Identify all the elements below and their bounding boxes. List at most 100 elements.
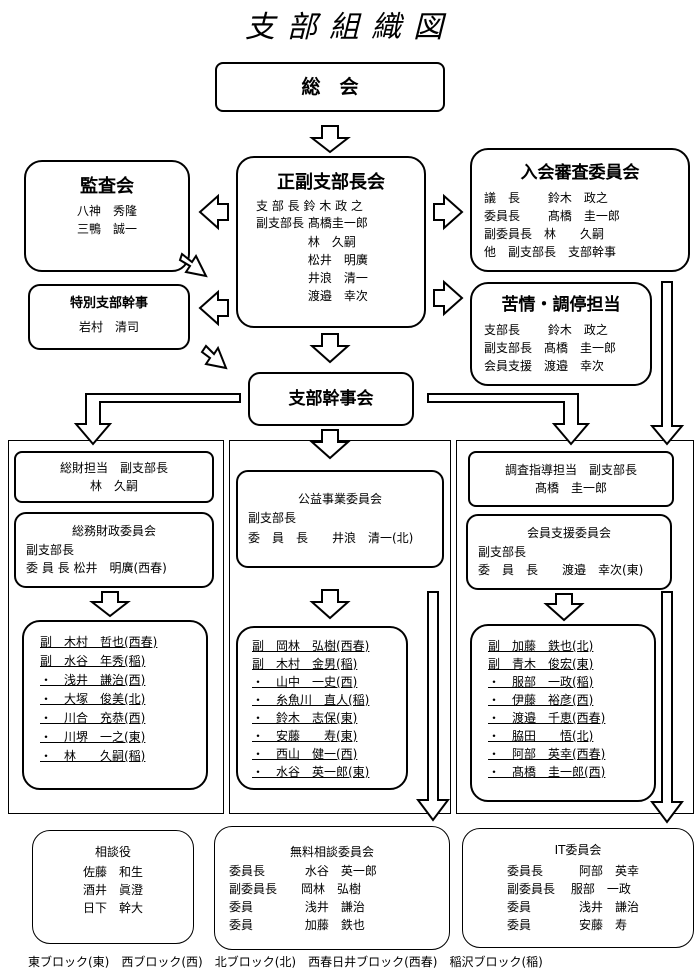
- free-consultation-line-1: 委員長 水谷 英一郎: [229, 864, 377, 878]
- free-consultation-committee-box: 無料相談委員会 委員長 水谷 英一郎 副委員長 岡林 弘樹 委員 浅井 謙治 委…: [214, 826, 450, 950]
- advisor-box: 相談役 佐藤 和生 酒井 眞澄 日下 幹大: [32, 830, 194, 944]
- public-service-committee-box: 公益事業委員会 副支部長 委 員 長 井浪 清一(北): [236, 470, 444, 568]
- middle-member-5: ・ 鈴木 志保(東): [252, 711, 358, 725]
- left-member-1: 副 木村 哲也(西春): [40, 635, 158, 649]
- left-member-5: ・ 川合 充恭(西): [40, 711, 146, 725]
- arrow-long-down-icon: [650, 591, 684, 824]
- it-committee-box: IT委員会 委員長 阿部 英幸 副委員長 服部 一政 委員 浅井 謙治 委員 安…: [462, 828, 694, 948]
- arrow-left-icon: [198, 289, 229, 327]
- member-support-committee-line-2: 副支部長: [478, 545, 527, 559]
- audit-member-2: 三鴨 誠一: [76, 222, 137, 236]
- executive-line-3: 林 久嗣: [256, 235, 356, 249]
- arrow-left-icon: [198, 193, 229, 231]
- it-committee-line-4: 委員 安藤 寿: [507, 918, 628, 932]
- special-secretary-member: 岩村 清司: [78, 320, 139, 334]
- middle-members-box: 副 岡林 弘樹(西春) 副 木村 金男(稲) ・ 山中 一史(西) ・ 糸魚川 …: [236, 626, 408, 790]
- admission-line-2: 委員長 髙橋 圭一郎: [484, 209, 620, 223]
- audit-member-1: 八神 秀隆: [76, 204, 137, 218]
- free-consultation-line-2: 副委員長 岡林 弘樹: [229, 882, 362, 896]
- middle-member-1: 副 岡林 弘樹(西春): [252, 639, 370, 653]
- general-affairs-committee-box: 総務財政委員会 副支部長 委 員 長 松井 明廣(西春): [14, 512, 214, 588]
- arrow-down-icon: [309, 125, 351, 154]
- middle-member-2: 副 木村 金男(稲): [252, 657, 358, 671]
- left-member-6: ・ 川堺 一之(東): [40, 730, 146, 744]
- public-service-committee-line-3: 委 員 長 井浪 清一(北): [248, 531, 414, 545]
- it-committee-line-2: 副委員長 服部 一政: [507, 882, 631, 896]
- left-member-4: ・ 大塚 俊美(北): [40, 692, 146, 706]
- arrow-down-icon: [89, 591, 131, 618]
- executive-line-4: 松井 明廣: [256, 253, 368, 267]
- complaint-line-1: 支部長 鈴木 政之: [484, 323, 608, 337]
- it-committee-title: IT委員会: [554, 843, 602, 857]
- public-service-committee-line-2: 副支部長: [248, 511, 297, 525]
- right-member-5: ・ 渡邉 千恵(西春): [488, 711, 606, 725]
- advisor-member-2: 酒井 眞澄: [82, 883, 143, 897]
- executive-line-6: 渡邉 幸次: [256, 289, 368, 303]
- middle-member-4: ・ 糸魚川 直人(稲): [252, 693, 370, 707]
- right-member-6: ・ 脇田 悟(北): [488, 729, 594, 743]
- general-affairs-committee-line-3: 委 員 長 松井 明廣(西春): [26, 561, 167, 575]
- right-member-2: 副 青木 俊宏(東): [488, 657, 594, 671]
- right-member-1: 副 加藤 鉄也(北): [488, 639, 594, 653]
- special-secretary-title: 特別支部幹事: [69, 296, 148, 311]
- complaint-title: 苦情・調停担当: [501, 295, 621, 315]
- arrow-right-icon: [433, 279, 464, 317]
- public-service-committee-title: 公益事業委員会: [297, 492, 382, 506]
- admission-line-4: 他 副支部長 支部幹事: [484, 245, 617, 259]
- complaint-line-3: 会員支援 渡邉 幸次: [484, 359, 605, 373]
- audit-box: 監査会 八神 秀隆 三鴨 誠一: [24, 160, 190, 272]
- admission-committee-title: 入会審査委員会: [520, 163, 640, 183]
- right-member-8: ・ 髙橋 圭一郎(西): [488, 765, 606, 779]
- arrow-down-icon: [309, 333, 351, 364]
- general-meeting-label: 総 会: [301, 76, 359, 98]
- right-member-7: ・ 阿部 英幸(西春): [488, 747, 606, 761]
- free-consultation-title: 無料相談委員会: [289, 845, 374, 859]
- advisor-title: 相談役: [94, 845, 131, 859]
- finance-head-line-1: 総財担当 副支部長: [59, 461, 168, 475]
- left-member-3: ・ 浅井 謙治(西): [40, 673, 146, 687]
- audit-title: 監査会: [80, 176, 134, 197]
- it-committee-line-1: 委員長 阿部 英幸: [507, 864, 640, 878]
- executive-meeting-box: 正副支部長会 支 部 長 鈴 木 政 之 副支部長 髙橋圭一郎 林 久嗣 松井 …: [236, 156, 426, 328]
- finance-head-box: 総財担当 副支部長 林 久嗣: [14, 451, 214, 503]
- executive-line-2: 副支部長 髙橋圭一郎: [256, 216, 368, 230]
- general-affairs-committee-title: 総務財政委員会: [71, 524, 156, 538]
- middle-member-6: ・ 安藤 寿(東): [252, 729, 358, 743]
- admission-committee-box: 入会審査委員会 議 長 鈴木 政之 委員長 髙橋 圭一郎 副委員長 林 久嗣 他…: [470, 148, 690, 272]
- finance-head-line-2: 林 久嗣: [89, 479, 138, 493]
- free-consultation-line-3: 委員 浅井 謙治: [229, 900, 365, 914]
- middle-member-8: ・ 水谷 英一郎(東): [252, 765, 370, 779]
- right-member-4: ・ 伊藤 裕彦(西): [488, 693, 594, 707]
- executive-meeting-title: 正副支部長会: [277, 172, 385, 193]
- admission-line-1: 議 長 鈴木 政之: [484, 191, 608, 205]
- arrow-diagonal-icon: [200, 344, 228, 370]
- page-title: 支部組織図: [245, 10, 455, 45]
- admission-line-3: 副委員長 林 久嗣: [484, 227, 605, 241]
- member-support-committee-box: 会員支援委員会 副支部長 委 員 長 渡邉 幸次(東): [466, 514, 672, 590]
- arrow-long-down-icon: [416, 591, 450, 822]
- left-member-2: 副 水谷 年秀(稲): [40, 654, 146, 668]
- advisor-member-3: 日下 幹大: [82, 901, 143, 915]
- complaint-line-2: 副支部長 髙橋 圭一郎: [484, 341, 617, 355]
- executive-line-5: 井浪 清一: [256, 271, 368, 285]
- member-support-committee-line-3: 委 員 長 渡邉 幸次(東): [478, 563, 644, 577]
- arrow-down-icon: [309, 589, 351, 620]
- arrow-long-down-icon: [649, 281, 685, 446]
- right-member-3: ・ 服部 一政(稲): [488, 675, 594, 689]
- arrow-branch-right-icon: [427, 393, 591, 446]
- free-consultation-line-4: 委員 加藤 鉄也: [229, 918, 365, 932]
- left-members-box: 副 木村 哲也(西春) 副 水谷 年秀(稲) ・ 浅井 謙治(西) ・ 大塚 俊…: [22, 620, 208, 790]
- secretary-meeting-label: 支部幹事会: [288, 389, 374, 409]
- block-legend: 東ブロック(東) 西ブロック(西) 北ブロック(北) 西春日井ブロック(西春) …: [28, 955, 543, 969]
- middle-panel: [229, 440, 451, 814]
- arrow-diagonal-icon: [178, 252, 208, 278]
- member-support-committee-title: 会員支援委員会: [526, 526, 611, 540]
- special-secretary-box: 特別支部幹事 岩村 清司: [28, 284, 190, 350]
- middle-member-3: ・ 山中 一史(西): [252, 675, 358, 689]
- executive-line-1: 支 部 長 鈴 木 政 之: [256, 199, 363, 213]
- survey-head-line-2: 髙橋 圭一郎: [534, 481, 607, 495]
- middle-member-7: ・ 西山 健一(西): [252, 747, 358, 761]
- right-members-box: 副 加藤 鉄也(北) 副 青木 俊宏(東) ・ 服部 一政(稲) ・ 伊藤 裕彦…: [470, 624, 656, 802]
- arrow-down-icon: [309, 429, 351, 460]
